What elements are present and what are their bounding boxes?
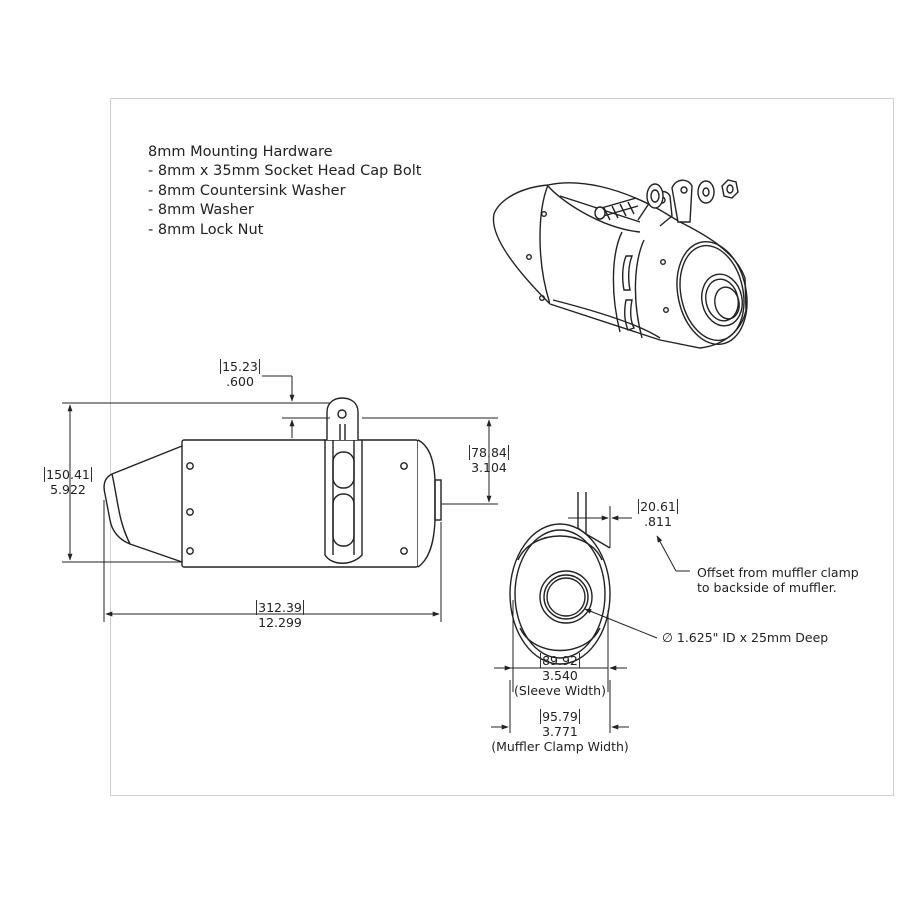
dim-clamp-width-in: 3.771 — [542, 724, 578, 739]
dim-clamp-to-outlet: 78.84 3.104 — [465, 445, 513, 475]
dim-sleeve-width-in: 3.540 — [542, 668, 578, 683]
dim-sleeve-width: 89.92 3.540 (Sleeve Width) — [505, 653, 615, 698]
dim-overall-length: 312.39 12.299 — [250, 600, 310, 630]
offset-note: Offset from muffler clamp to backside of… — [697, 565, 859, 595]
offset-note-line1: Offset from muffler clamp — [697, 565, 859, 580]
hardware-item-lock-nut: - 8mm Lock Nut — [148, 221, 264, 238]
dim-bracket-offset-in: .600 — [226, 374, 254, 389]
end-view-muffler — [509, 492, 611, 665]
dim-sleeve-width-label: (Sleeve Width) — [514, 683, 606, 698]
dim-clamp-offset-in: .811 — [644, 514, 672, 529]
dim-overall-length-mm: 312.39 — [256, 600, 304, 615]
side-view-dimensions — [62, 375, 498, 622]
dim-overall-length-in: 12.299 — [258, 615, 302, 630]
dim-clamp-offset-mm: 20.61 — [638, 499, 678, 514]
dim-clamp-width-label: (Muffler Clamp Width) — [491, 739, 629, 754]
dim-clamp-offset: 20.61 .811 — [634, 499, 682, 529]
dim-bracket-offset-mm: 15.23 — [220, 359, 260, 374]
dim-overall-height: 150.41 5.922 — [40, 467, 96, 497]
end-view-dimensions — [491, 506, 690, 733]
hardware-item-bolt: - 8mm x 35mm Socket Head Cap Bolt — [148, 163, 422, 180]
hardware-item-washer: - 8mm Washer — [148, 202, 254, 219]
dim-clamp-width-mm: 95.79 — [540, 709, 580, 724]
dim-clamp-to-outlet-in: 3.104 — [471, 460, 507, 475]
dim-overall-height-in: 5.922 — [50, 482, 86, 497]
hardware-notes: 8mm Mounting Hardware - 8mm x 35mm Socke… — [148, 143, 421, 240]
bore-note-text: ∅ 1.625" ID x 25mm Deep — [662, 630, 829, 645]
hardware-title: 8mm Mounting Hardware — [148, 144, 333, 160]
dim-clamp-width: 95.79 3.771 (Muffler Clamp Width) — [480, 709, 640, 754]
side-view-muffler — [103, 397, 442, 568]
dim-clamp-to-outlet-mm: 78.84 — [469, 445, 509, 460]
dim-bracket-offset: 15.23 .600 — [214, 359, 266, 389]
bore-note: ∅ 1.625" ID x 25mm Deep — [662, 630, 828, 645]
offset-note-line2: to backside of muffler. — [697, 580, 837, 595]
drawing-border — [110, 98, 894, 796]
dim-sleeve-width-mm: 89.92 — [540, 653, 580, 668]
dim-overall-height-mm: 150.41 — [44, 467, 92, 482]
isometric-muffler-view — [492, 179, 748, 349]
hardware-item-countersink-washer: - 8mm Countersink Washer — [148, 182, 346, 199]
